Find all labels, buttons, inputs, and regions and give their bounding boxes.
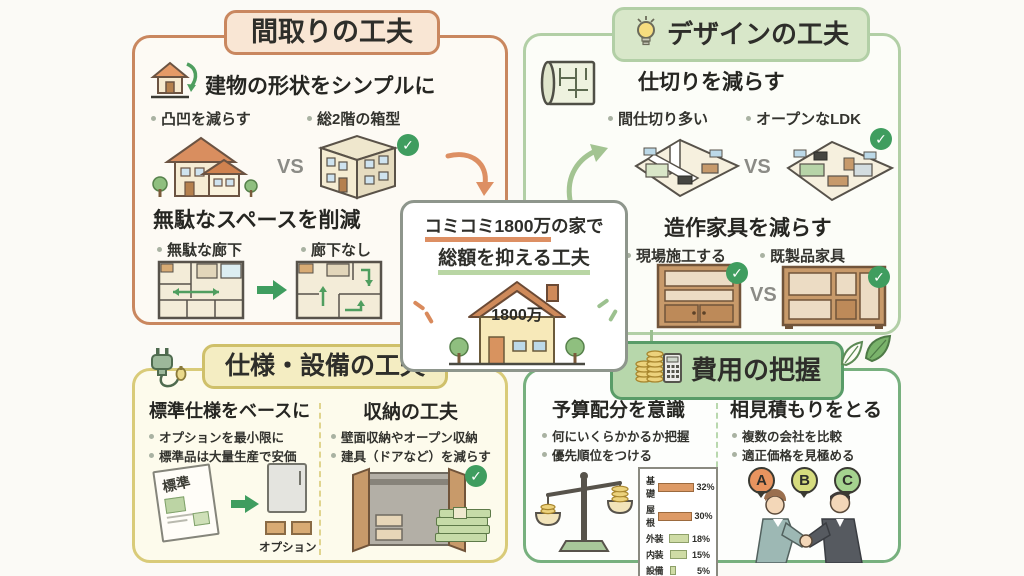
- design-s1-bullet1: 間仕切り多い: [608, 108, 708, 129]
- green-arrow-icon: [255, 278, 289, 307]
- chart-row: 基礎 32%: [646, 476, 715, 499]
- panel-design: 仕切りを減らす 間仕切り多い オープンなLDK VS: [523, 33, 901, 335]
- coins-calculator-icon: [633, 348, 683, 393]
- connector-line: [650, 330, 653, 346]
- panel-spec: 標準仕様をベースに オプションを最小限に 標準品は大量生産で安価 標準 オプショ…: [132, 368, 508, 563]
- chart-row: 外装 18%: [646, 533, 710, 545]
- check-icon: ✓: [868, 266, 890, 288]
- open-ldk-illustration: [770, 130, 896, 211]
- blueprint-icon: [538, 56, 600, 115]
- quote-bubble-b: B: [791, 467, 818, 498]
- design-header-pill: デザインの工夫: [612, 7, 871, 62]
- emphasis-mark: [424, 310, 434, 325]
- quote-bubble-c: C: [834, 467, 861, 498]
- option-box: [265, 521, 286, 535]
- balance-scale-illustration: [534, 463, 634, 560]
- emphasis-mark: [412, 300, 426, 311]
- handshake-illustration: [736, 488, 886, 568]
- spec-c1-title: 標準仕様をベースに: [149, 401, 311, 421]
- check-icon: ✓: [465, 465, 487, 487]
- check-icon: ✓: [397, 134, 419, 156]
- green-curve-arrow-icon: [560, 140, 612, 211]
- floorplan-vs-label: VS: [277, 156, 304, 178]
- spec-header-label: 仕様・設備の工夫: [225, 352, 426, 380]
- chart-row: 設備 5%: [646, 565, 710, 576]
- cost-c2-bullet1: 複数の会社を比較: [732, 426, 842, 445]
- partitioned-rooms-illustration: [618, 128, 742, 209]
- standard-catalog-illustration: 標準: [152, 463, 220, 543]
- floorplan-s1-bullet2: 総2階の箱型: [307, 108, 400, 129]
- emphasis-mark: [608, 308, 618, 323]
- spec-c1-bullet2: 標準品は大量生産で安価: [149, 446, 297, 465]
- complex-house-illustration: [151, 132, 269, 207]
- design-vs-label-2: VS: [750, 284, 777, 306]
- cost-header-pill: 費用の把握: [610, 341, 845, 400]
- panel-floorplan: 建物の形状をシンプルに 凸凹を減らす 総2階の箱型 VS: [132, 35, 508, 325]
- design-s2-bullet1: 現場施工する: [626, 245, 726, 266]
- cost-c1-title: 予算配分を意識: [552, 400, 686, 421]
- design-vs-label-1: VS: [744, 156, 771, 178]
- design-s1-title: 仕切りを減らす: [638, 71, 785, 94]
- floorplan-header-pill: 間取りの工夫: [224, 10, 440, 56]
- spec-c2-bullet1: 壁面収納やオープン収納: [331, 427, 478, 446]
- cost-c2-bullet2: 適正価格を見極める: [732, 445, 855, 464]
- plug-icon: [144, 346, 196, 397]
- floorplan-s1-title: 建物の形状をシンプルに: [205, 75, 436, 98]
- floorplan-s2-title: 無駄なスペースを削減: [153, 209, 361, 232]
- price-house-illustration: 1800万: [447, 267, 587, 374]
- house-down-icon: [149, 58, 201, 107]
- chart-row: 内装 15%: [646, 549, 710, 561]
- box-house-illustration: [311, 132, 403, 207]
- cost-c1-bullet2: 優先順位をつける: [542, 445, 652, 464]
- cost-c1-bullet1: 何にいくらかかるか把握: [542, 426, 690, 445]
- center-title-highlight: コミコミ1800万: [424, 216, 551, 242]
- check-icon: ✓: [726, 262, 748, 284]
- center-card: コミコミ1800万の家で 総額を抑える工夫 1800万: [400, 200, 628, 372]
- green-arrow-icon: [229, 493, 261, 520]
- floorplan-header-label: 間取りの工夫: [251, 17, 413, 47]
- built-in-shelf-illustration: [654, 262, 744, 335]
- option-label: オプション: [259, 542, 317, 554]
- cost-header-label: 費用の把握: [691, 354, 822, 385]
- spec-c1-bullet1: オプションを最小限に: [149, 427, 284, 446]
- design-s1-bullet2: オープンなLDK: [746, 108, 861, 129]
- appliance-illustration: [267, 463, 307, 513]
- panel-cost: 予算配分を意識 何にいくらかかるか把握 優先順位をつける: [523, 368, 901, 576]
- floorplan-with-hallway-illustration: [157, 260, 245, 325]
- chart-row: 屋根 30%: [646, 505, 713, 528]
- quote-bubble-a: A: [748, 467, 775, 498]
- option-box: [291, 521, 312, 535]
- spec-c2-bullet2: 建具（ドアなど）を減らす: [331, 446, 491, 465]
- cost-c2-title: 相見積もりをとる: [730, 400, 883, 421]
- design-s2-bullet2: 既製品家具: [760, 245, 845, 266]
- spec-column-divider: [319, 403, 321, 555]
- spec-c2-title: 収納の工夫: [363, 402, 459, 423]
- house-price-label: 1800万: [491, 307, 543, 324]
- standard-label: 標準: [160, 473, 192, 495]
- center-title-line2: 総額を抑える工夫: [403, 243, 625, 275]
- design-header-label: デザインの工夫: [667, 18, 850, 49]
- check-icon: ✓: [870, 128, 892, 150]
- design-s2-title: 造作家具を減らす: [664, 217, 832, 240]
- floorplan-no-hallway-illustration: [295, 260, 383, 325]
- emphasis-mark: [596, 298, 610, 309]
- floorplan-s2-bullet1: 無駄な廊下: [157, 239, 242, 260]
- orange-curve-arrow-icon: [442, 148, 500, 205]
- leaves-icon: [836, 332, 896, 375]
- budget-breakdown-chart: 基礎 32% 屋根 30% 外装 18% 内装 15% 設備 5%: [638, 467, 718, 576]
- floorplan-s2-bullet2: 廊下なし: [301, 239, 371, 260]
- floorplan-s1-bullet1: 凸凹を減らす: [151, 108, 251, 129]
- quote-bubbles: A B C: [748, 467, 861, 498]
- ready-made-shelf-illustration: [780, 264, 888, 335]
- center-title-line1: コミコミ1800万の家で: [403, 213, 625, 242]
- lightbulb-icon: [633, 14, 659, 55]
